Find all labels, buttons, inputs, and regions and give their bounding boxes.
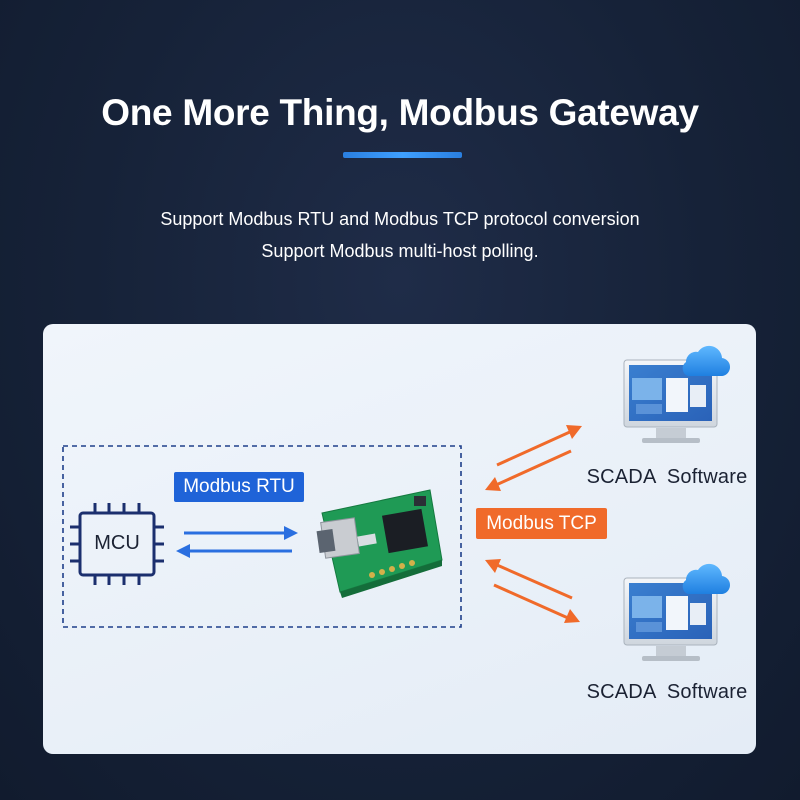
title-underline: [343, 152, 462, 158]
rtu-arrows: [176, 526, 298, 558]
scada-monitor-2-icon: [623, 563, 731, 661]
local-dashed-frame: [62, 445, 462, 628]
gateway-module-image: [316, 489, 443, 598]
page-title: One More Thing, Modbus Gateway: [101, 92, 699, 133]
modbus-tcp-badge: Modbus TCP: [476, 508, 607, 539]
scada-monitor-1-icon: [623, 345, 731, 443]
tcp-arrows-bottom: [485, 559, 580, 623]
scada-label-2: SCADA Software: [586, 681, 748, 703]
subtitle-line-2: Support Modbus multi-host polling.: [261, 241, 539, 261]
mcu-label: MCU: [94, 532, 140, 554]
scada-label-1: SCADA Software: [586, 466, 748, 488]
subtitle-line-1: Support Modbus RTU and Modbus TCP protoc…: [160, 209, 640, 229]
modbus-rtu-badge: Modbus RTU: [174, 472, 304, 502]
mcu-chip-icon: [70, 503, 164, 585]
tcp-arrows-top: [485, 425, 582, 491]
